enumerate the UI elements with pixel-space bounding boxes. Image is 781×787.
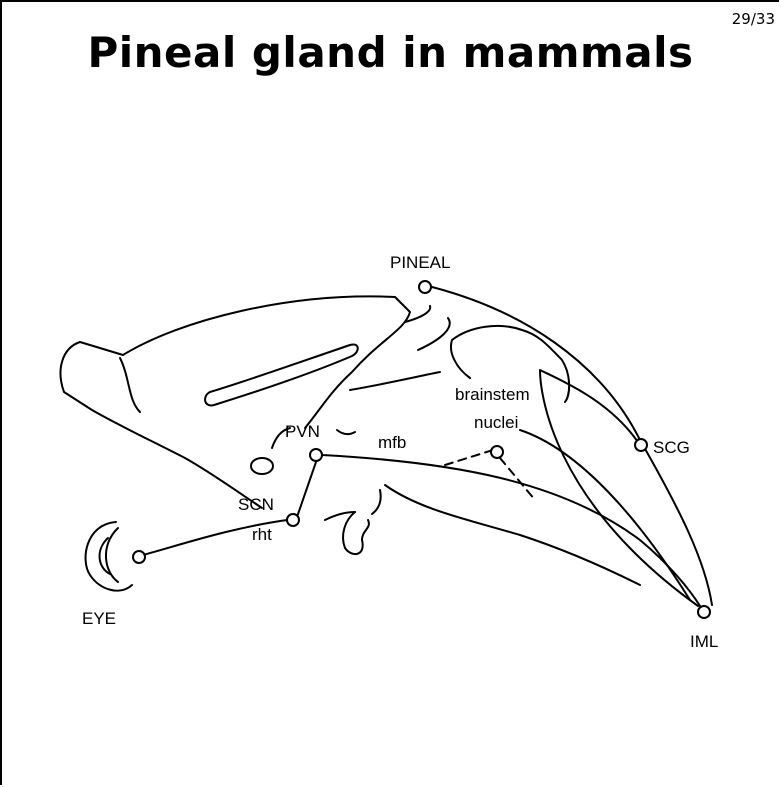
label-mfb: mfb — [378, 433, 406, 452]
label-pvn: PVN — [285, 422, 320, 441]
brain-front-lobe — [120, 358, 140, 412]
pvn-to-scn-path — [297, 462, 316, 517]
pvn-bracket — [337, 430, 355, 434]
pituitary — [343, 512, 369, 554]
label-iml: IML — [690, 632, 718, 651]
label-eye: EYE — [82, 609, 116, 628]
brain-outline — [61, 296, 410, 508]
hypothalamus-lower — [325, 490, 381, 520]
label-pineal: PINEAL — [390, 253, 450, 272]
eye-lens — [106, 528, 118, 582]
label-scn: SCN — [238, 495, 274, 514]
pvn-node — [310, 449, 322, 461]
eye-outline — [86, 522, 132, 591]
optic-chiasm — [251, 458, 273, 474]
scg-node — [635, 439, 647, 451]
label-nuclei: nuclei — [474, 413, 518, 432]
pineal-node — [419, 281, 431, 293]
label-rht: rht — [252, 525, 272, 544]
pvn-to-iml-path — [322, 455, 700, 606]
corpus-callosum — [205, 344, 358, 405]
label-scg: SCG — [653, 438, 690, 457]
scn-node — [287, 514, 299, 526]
iml-node — [698, 606, 710, 618]
nuclei-node — [491, 446, 503, 458]
brainstem-lower — [385, 485, 640, 585]
label-brainstem: brainstem — [455, 385, 530, 404]
eye-node — [133, 551, 145, 563]
brainstem-outline — [350, 306, 450, 390]
